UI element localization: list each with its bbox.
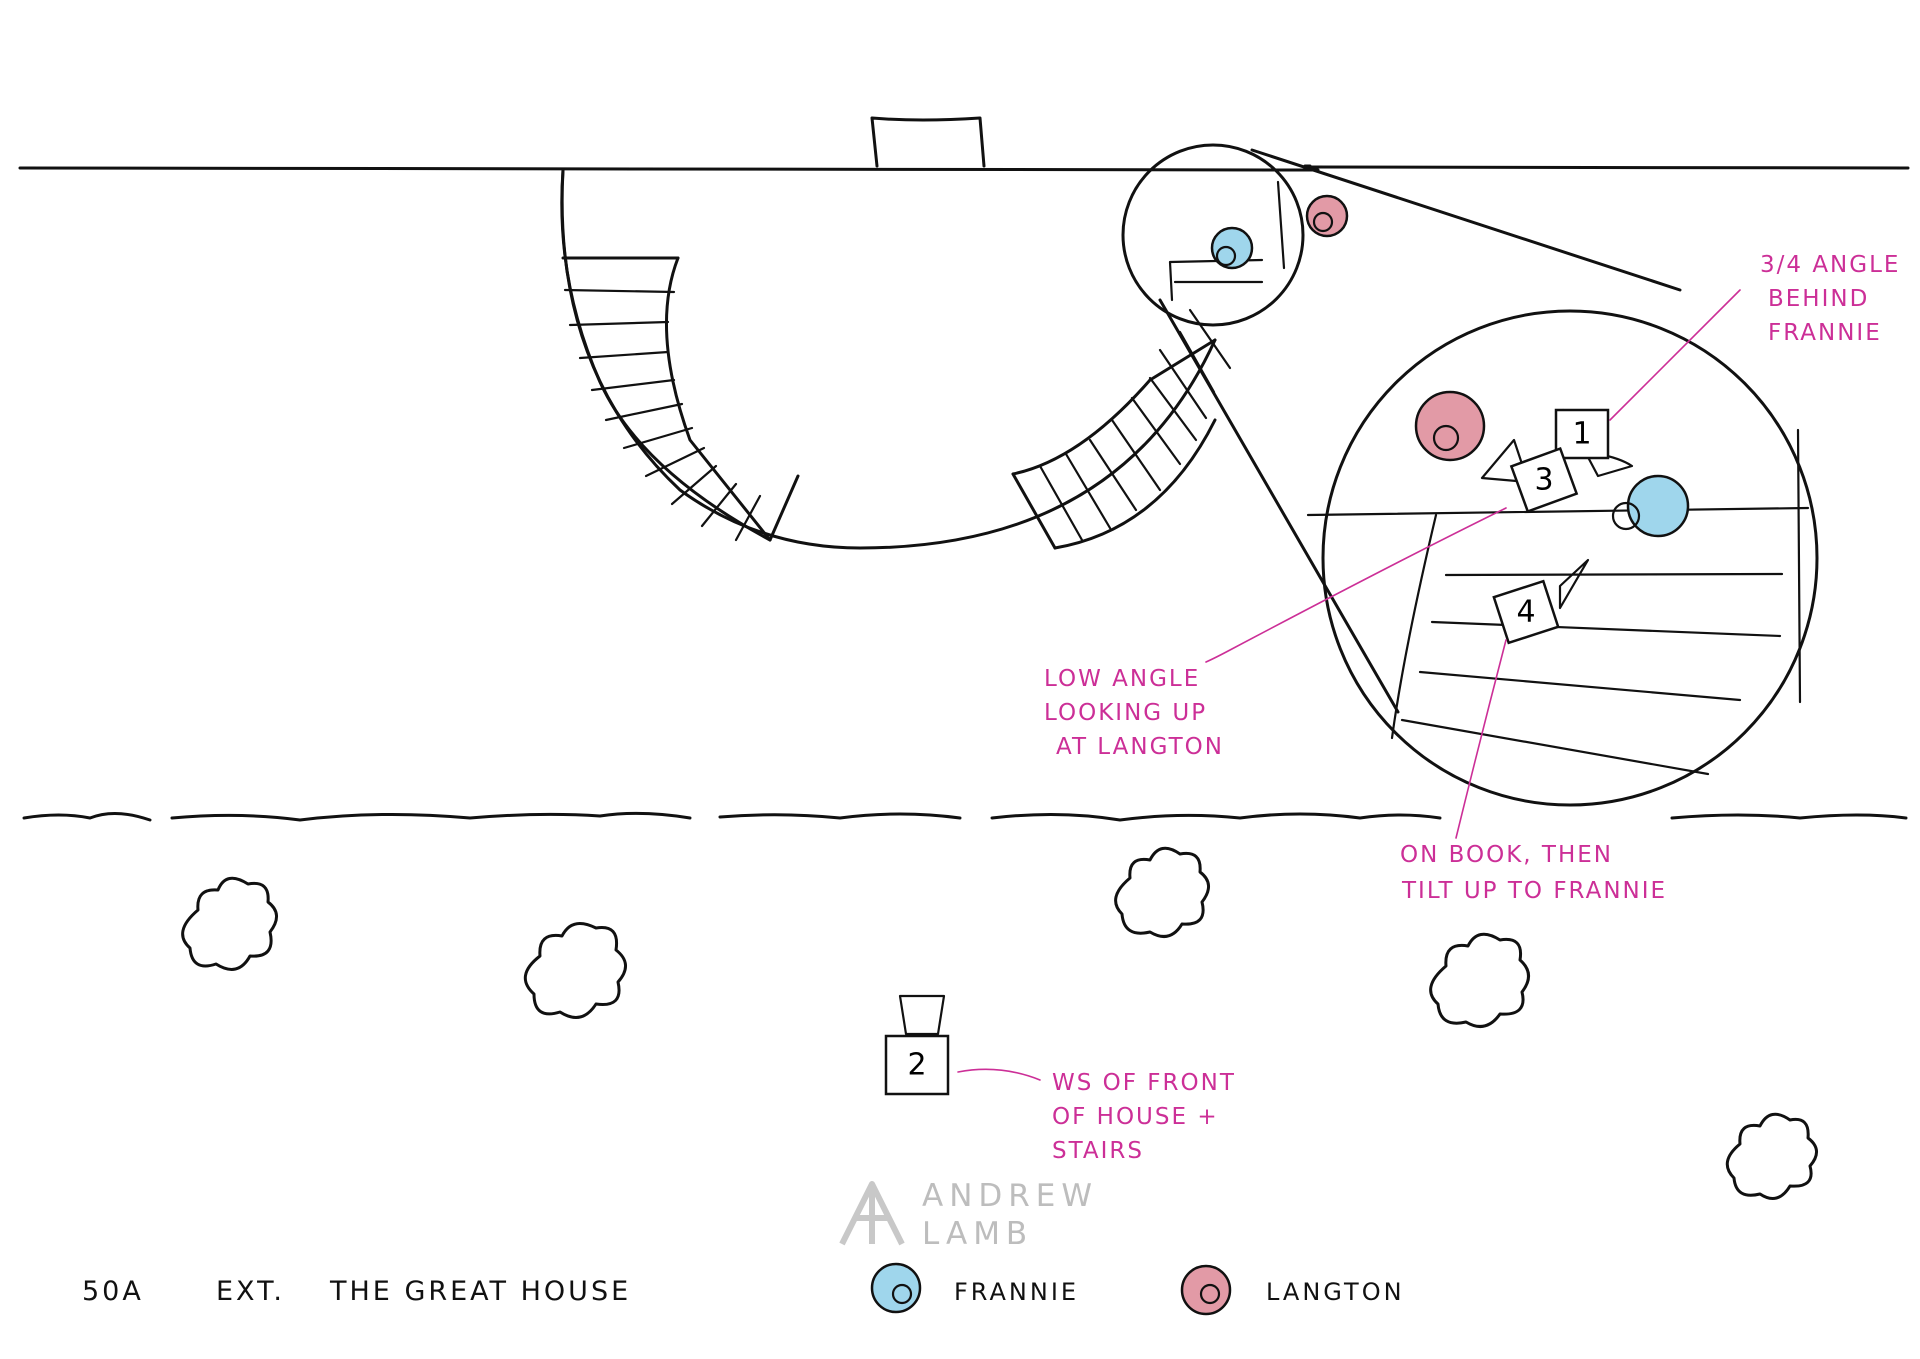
doorway: [870, 116, 986, 168]
garden-boundary: [22, 811, 1908, 822]
bush-icon: [523, 922, 627, 1019]
bush-icon: [1429, 932, 1530, 1028]
stairs-outer-arc: [560, 168, 1217, 550]
scene-int-ext: EXT.: [216, 1276, 285, 1307]
note-camera-1-line-1: 3/4 ANGLE: [1760, 252, 1900, 278]
frannie-marker-large: [1611, 474, 1690, 538]
legend-langton-label: LANGTON: [1266, 1278, 1405, 1306]
langton-marker-small: [1305, 194, 1349, 238]
annotation-leaders: [957, 289, 1741, 1081]
scene-heading: 50A EXT. THE GREAT HOUSE: [82, 1276, 631, 1307]
camera-4-number: 4: [1516, 595, 1535, 630]
note-camera-1: 3/4 ANGLE BEHIND FRANNIE: [1760, 252, 1900, 346]
note-camera-3-line-2: LOOKING UP: [1044, 700, 1207, 726]
note-camera-2-line-1: WS OF FRONT: [1052, 1070, 1236, 1096]
stairs-left-flight: [560, 168, 800, 542]
camera-2: 2: [884, 994, 950, 1096]
bush-icon: [181, 876, 278, 971]
watermark-line-1: ANDREW: [922, 1178, 1098, 1214]
note-camera-3-line-3: AT LANGTON: [1056, 734, 1224, 760]
bush-icon: [1114, 846, 1210, 938]
note-camera-4-line-1: ON BOOK, THEN: [1400, 842, 1613, 868]
frannie-marker-small: [1210, 226, 1254, 270]
zoom-connector: [1158, 148, 1682, 714]
note-camera-4: ON BOOK, THEN TILT UP TO FRANNIE: [1400, 842, 1667, 904]
watermark-line-2: LAMB: [922, 1216, 1033, 1252]
landing-detail-circle: [1121, 143, 1305, 327]
legend-frannie-swatch: [870, 1262, 922, 1314]
langton-marker-large: [1414, 390, 1486, 462]
scene-number: 50A: [82, 1276, 144, 1307]
legend: FRANNIE LANGTON: [870, 1262, 1405, 1316]
note-camera-3: LOW ANGLE LOOKING UP AT LANGTON: [1044, 666, 1224, 760]
zoom-circle: [1306, 309, 1819, 807]
legend-frannie-label: FRANNIE: [954, 1278, 1079, 1306]
note-camera-2: WS OF FRONT OF HOUSE + STAIRS: [1052, 1070, 1236, 1164]
camera-1: 1: [1554, 408, 1634, 478]
camera-2-number: 2: [907, 1048, 926, 1083]
legend-langton-swatch: [1180, 1264, 1232, 1316]
note-camera-2-line-3: STAIRS: [1052, 1138, 1144, 1164]
note-camera-2-line-2: OF HOUSE +: [1052, 1104, 1219, 1130]
camera-3-number: 3: [1534, 463, 1553, 498]
watermark-logo-icon: [839, 1181, 905, 1246]
note-camera-4-line-2: TILT UP TO FRANNIE: [1401, 878, 1667, 904]
scene-location: THE GREAT HOUSE: [329, 1276, 631, 1307]
house-wall: [18, 164, 1910, 172]
bush-icon: [1725, 1112, 1818, 1200]
camera-1-number: 1: [1572, 417, 1591, 452]
camera-3: 3: [1480, 438, 1579, 514]
watermark: ANDREW LAMB: [839, 1178, 1098, 1252]
note-camera-3-line-1: LOW ANGLE: [1044, 666, 1200, 692]
camera-4: 4: [1492, 558, 1590, 645]
note-camera-1-line-3: FRANNIE: [1768, 320, 1882, 346]
note-camera-1-line-2: BEHIND: [1768, 286, 1869, 312]
